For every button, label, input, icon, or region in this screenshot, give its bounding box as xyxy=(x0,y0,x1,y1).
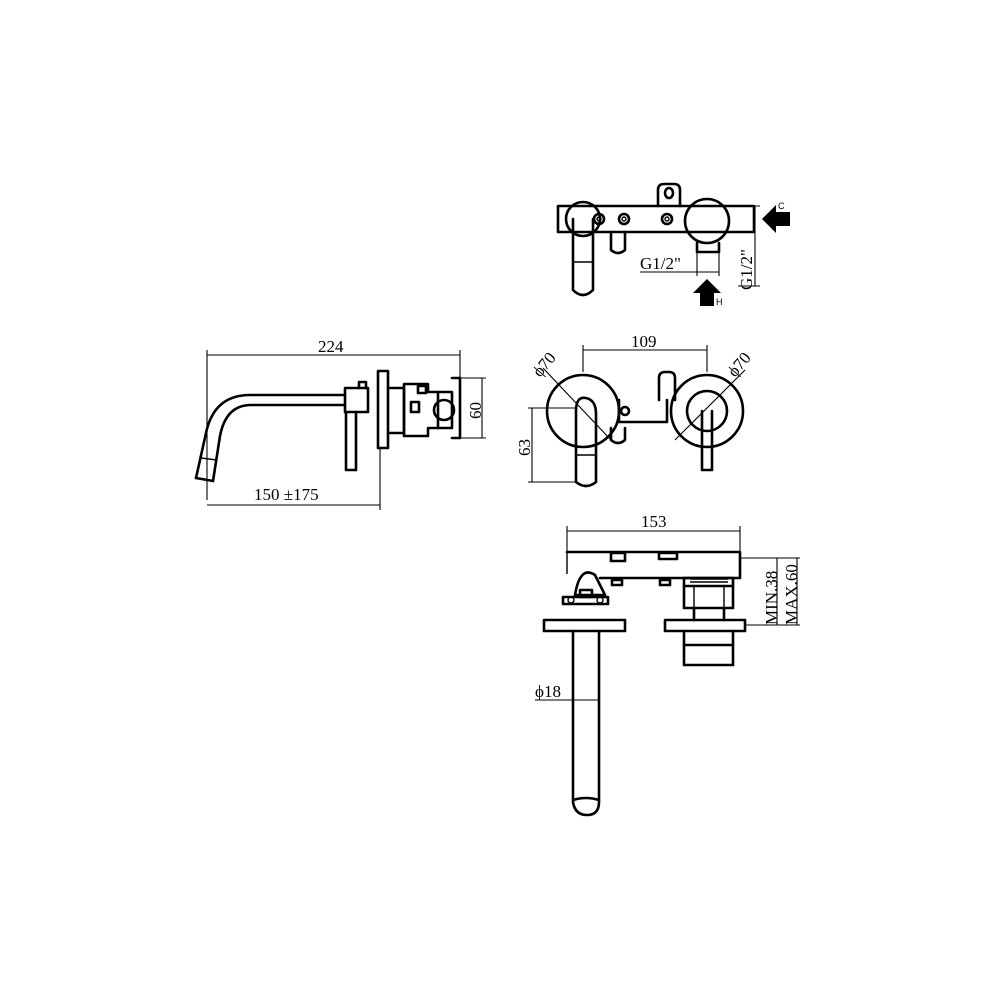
height-label: 63 xyxy=(515,439,534,456)
left-wall-plate xyxy=(542,618,627,633)
spout-lower-edge xyxy=(211,403,347,483)
lever-front xyxy=(700,409,714,472)
section-view: 153 MIN.38 MAX.60 xyxy=(535,512,801,817)
spout-upper-edge xyxy=(194,393,347,480)
hot-label: H xyxy=(716,297,723,307)
top-view: G1/2" G1/2" C H xyxy=(556,182,790,307)
spout-section xyxy=(571,629,601,817)
front-view: 109 ϕ70 ϕ70 63 xyxy=(515,332,755,488)
spout-top-view xyxy=(571,217,595,297)
centres-label: 109 xyxy=(631,332,657,351)
valve-body xyxy=(683,197,731,245)
mounting-bar xyxy=(556,204,756,234)
spout-diameter-label: ϕ18 xyxy=(535,682,561,701)
handle-section xyxy=(682,629,735,667)
right-diameter-label: ϕ70 xyxy=(724,348,755,380)
side-view: 224 60 150 ±175 xyxy=(194,337,486,510)
cold-label: C xyxy=(778,201,785,211)
wall-plate-side xyxy=(376,369,390,450)
right-wall-plate xyxy=(663,618,747,633)
thread-label-right: G1/2" xyxy=(737,249,756,290)
width-label: 153 xyxy=(641,512,667,531)
max-depth-label: MAX.60 xyxy=(782,564,801,625)
spout-front xyxy=(574,396,598,488)
thread-label-left: G1/2" xyxy=(640,254,681,273)
right-plate xyxy=(669,373,745,449)
cold-arrow-icon xyxy=(762,205,790,233)
bracket-tab xyxy=(656,182,682,208)
screw-hole xyxy=(617,212,631,226)
overall-length-label: 224 xyxy=(318,337,344,356)
min-depth-label: MIN.38 xyxy=(762,571,781,625)
spout-projection-label: 150 ±175 xyxy=(254,485,319,504)
lever-side xyxy=(344,410,358,472)
left-diameter-label: ϕ70 xyxy=(529,348,560,380)
body-height-label: 60 xyxy=(466,402,485,419)
screw-hole xyxy=(660,212,674,226)
spout-rosette xyxy=(564,200,602,238)
hot-arrow-icon xyxy=(693,279,721,306)
